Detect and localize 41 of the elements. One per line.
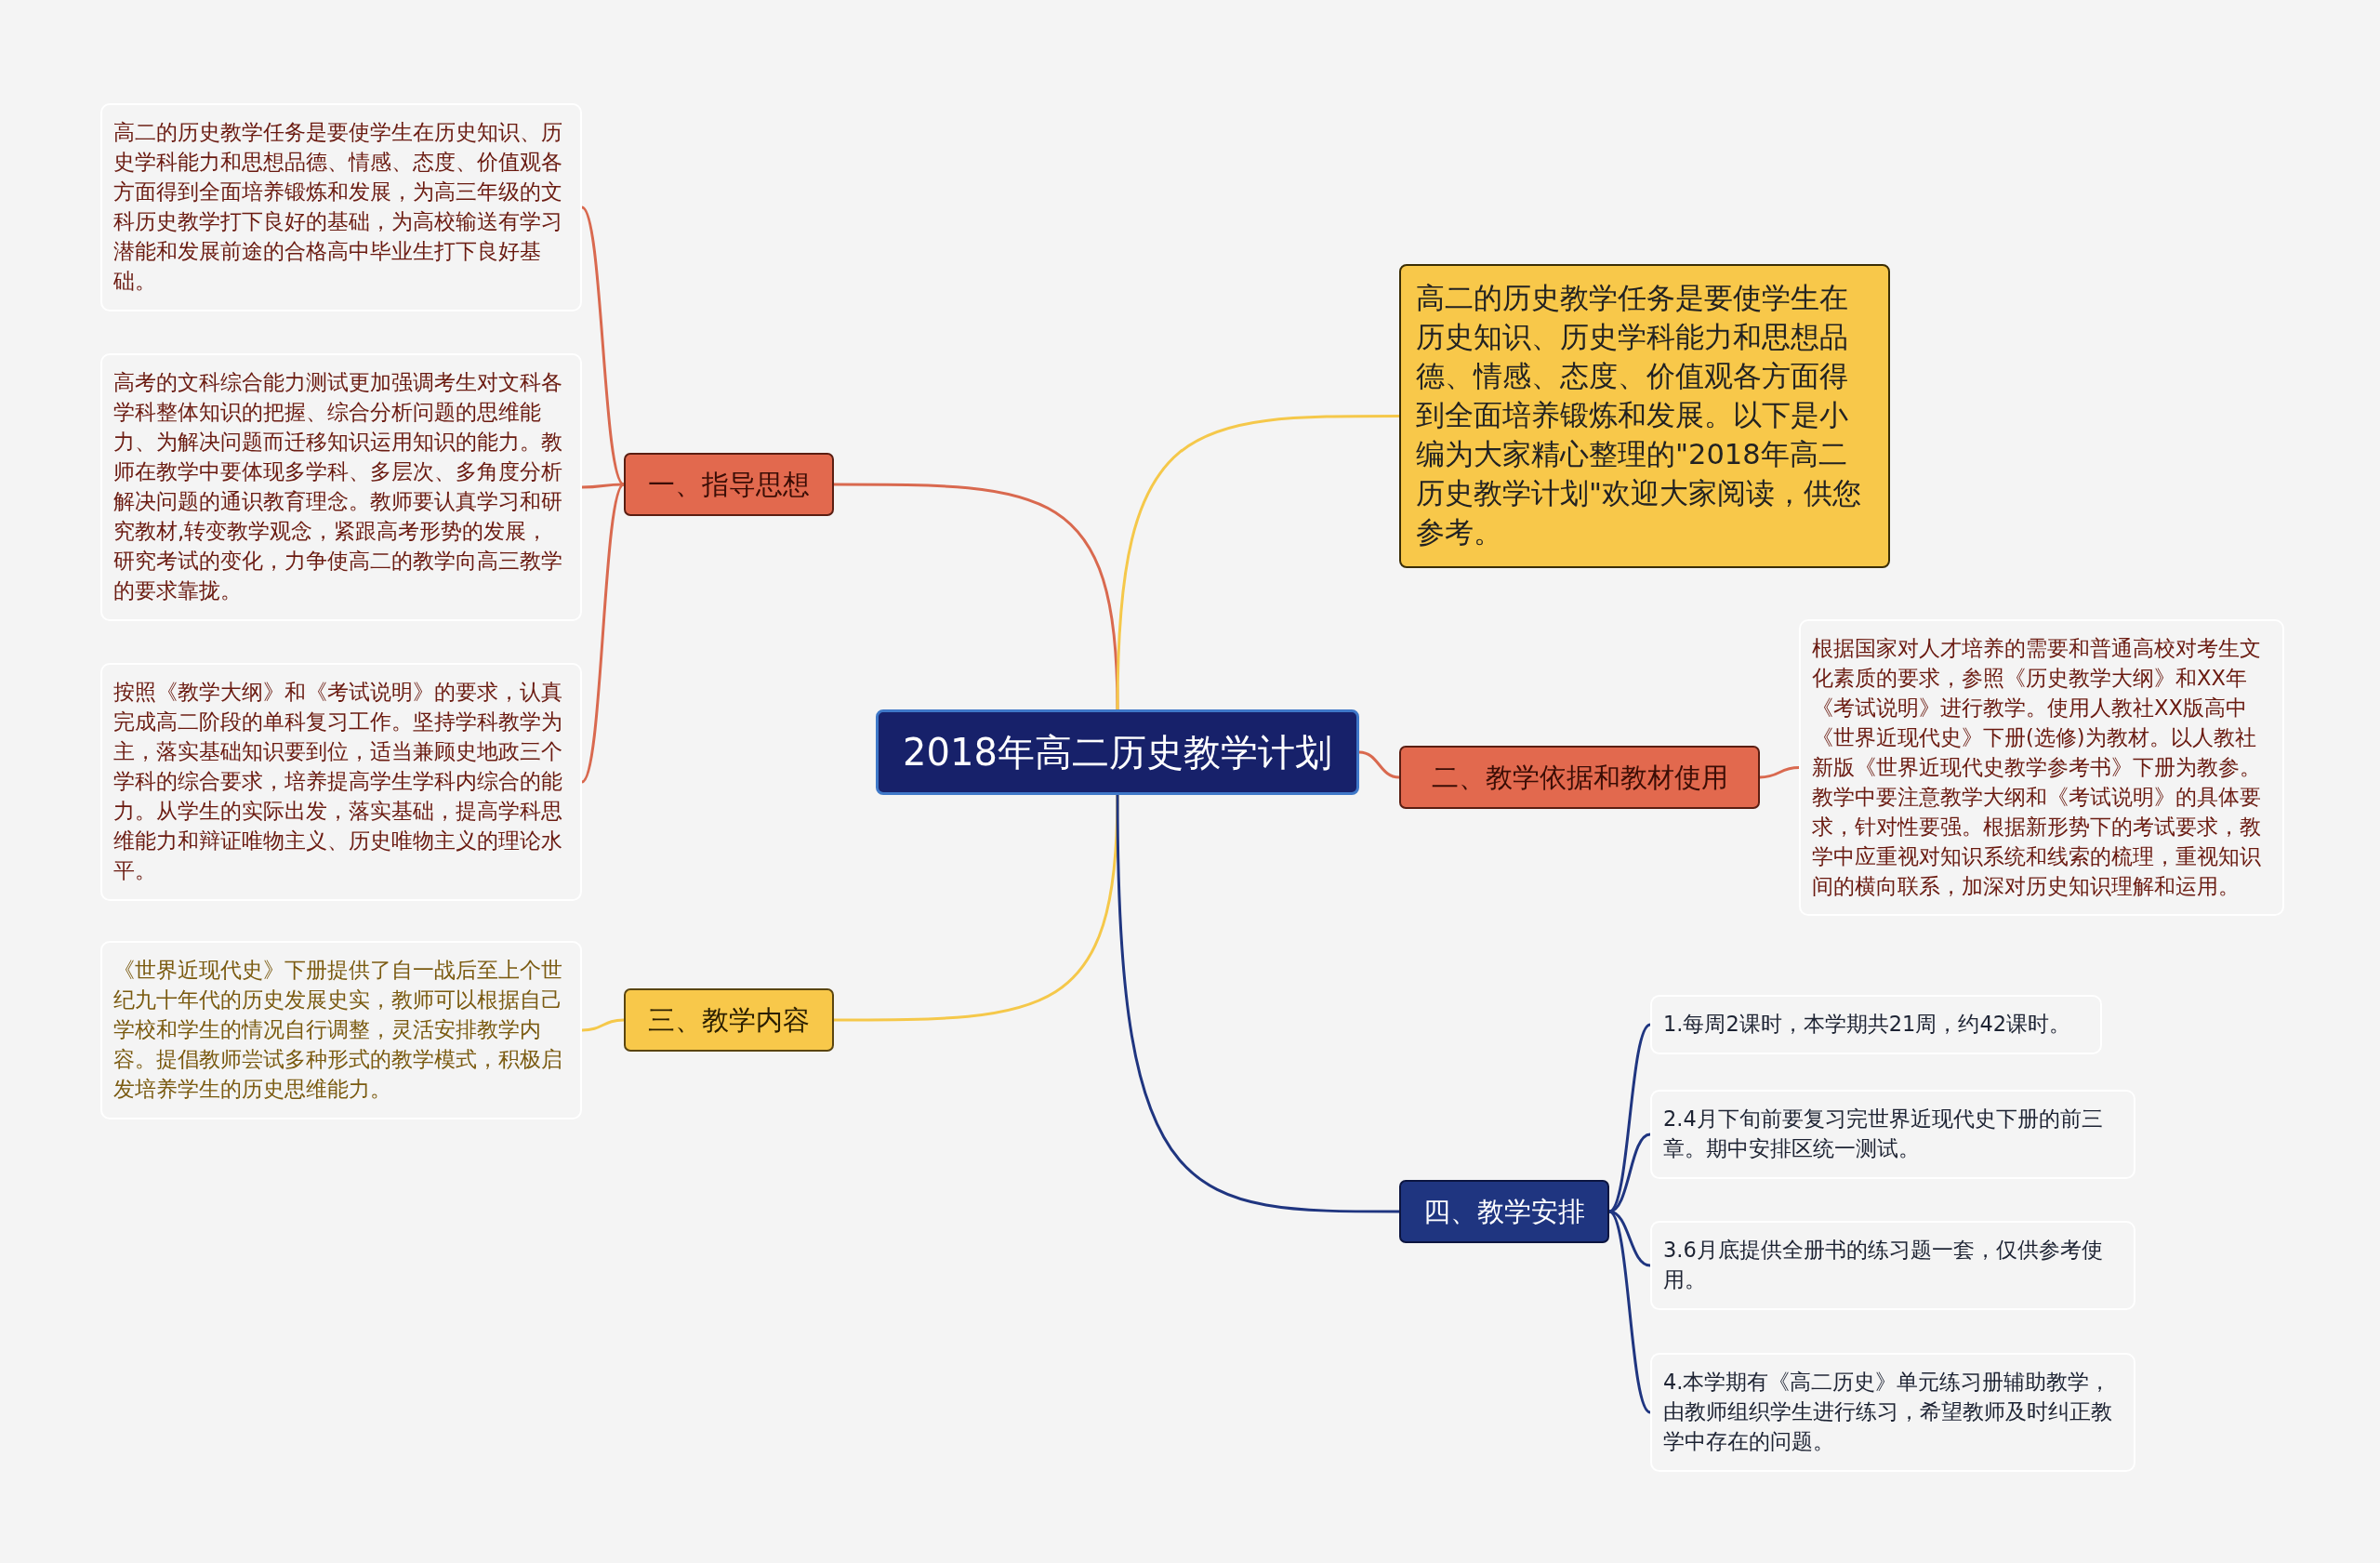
note-text: 4.本学期有《高二历史》单元练习册辅助教学，由教师组织学生进行练习，希望教师及时纠正教学中存在的问题。 [1663, 1369, 2113, 1455]
note-text: 1.每周2课时，本学期共21周，约42课时。 [1663, 1011, 2071, 1038]
branch-label: 三、教学内容 [648, 1003, 810, 1038]
note-card [1650, 1353, 2135, 1472]
branch-label: 四、教学安排 [1423, 1195, 1585, 1229]
branch-label: 二、教学依据和教材使用 [1431, 761, 1728, 795]
connector-line [1759, 766, 1800, 779]
connector-line [580, 483, 626, 783]
connector-line [581, 1018, 625, 1032]
note-card [1650, 995, 2102, 1054]
branch-label: 一、指导思想 [648, 468, 810, 502]
note-text: 按照《教学大纲》和《考试说明》的要求，认真完成高二阶段的单科复习工作。坚持学科教学为主，落实基础知识要到位，适当兼顾史地政三个学科的综合要求，培养提高学生学科内综合的能力。从学生的实际出发，落实基础，提高学科思维能力和辩证唯物主义、历史唯物主义的理论水平。 [113, 679, 563, 884]
connector-line [1608, 1210, 1651, 1414]
note-card [1799, 619, 2284, 917]
note-text: 高考的文科综合能力测试更加强调考生对文科各学科整体知识的把握、综合分析问题的思维能力、为解决问题而迁移知识运用知识的能力。教师在教学中要体现多学科、多层次、多角度分析解决问题的通识教育理念。教师要认真学习和研究教材,转变教学观念，紧跟高考形势的发展，研究考试的变化，力争使高二的教学向高三教学的要求靠拢。 [113, 369, 563, 604]
connector-line [834, 794, 1119, 1022]
note-card [1650, 1221, 2135, 1310]
connector-line [1358, 750, 1400, 779]
connector-line [834, 483, 1119, 710]
note-card [100, 663, 582, 901]
note-card [100, 941, 582, 1119]
note-text: 高二的历史教学任务是要使学生在历史知识、历史学科能力和思想品德、情感、态度、价值观各方面得到全面培养锻炼和发展，为高三年级的文科历史教学打下良好的基础，为高校输送有学习潜能和发展前途的合格高中毕业生打下良好基础。 [113, 119, 563, 295]
note-text: 3.6月底提供全册书的练习题一套，仅供参考使用。 [1663, 1237, 2104, 1293]
intro-text: 高二的历史教学任务是要使学生在历史知识、历史学科能力和思想品德、情感、态度、价值观各方面得到全面培养锻炼和发展。以下是小编为大家精心整理的"2018年高二历史教学计划"欢迎大家阅读，供您参考。 [1416, 281, 1863, 551]
branch-topic [624, 453, 834, 517]
central-topic [876, 709, 1359, 795]
note-text: 2.4月下旬前要复习完世界近现代史下册的前三章。期中安排区统一测试。 [1663, 1106, 2104, 1162]
intro-card [1399, 264, 1890, 568]
note-card [1650, 1090, 2135, 1179]
note-text: 根据国家对人才培养的需要和普通高校对考生文化素质的要求，参照《历史教学大纲》和XX年《考试说明》进行教学。使用人教社XX版高中《世界近现代史》下册(选修)为教材。以人教社新版《世界近现代史教学参考书》下册为教参。教学中要注意教学大纲和《考试说明》的具体要求，针对性要强。根据新形势下的考试要求，教学中应重视对知识系统和线索的梳理，重视知识间的横向联系，加深对历史知识理解和运用。 [1812, 635, 2262, 900]
connector-line [1116, 794, 1399, 1213]
note-card [100, 103, 582, 311]
branch-topic [1399, 746, 1760, 810]
connector-line [580, 206, 626, 485]
connector-line [1116, 415, 1399, 710]
note-card [100, 353, 582, 621]
branch-topic [1399, 1180, 1609, 1244]
note-text: 《世界近现代史》下册提供了自一战后至上个世纪九十年代的历史发展史实，教师可以根据自己学校和学生的情况自行调整，灵活安排教学内容。提倡教师尝试多种形式的教学模式，积极启发培养学生的历史思维能力。 [113, 957, 563, 1103]
branch-topic [624, 988, 834, 1053]
topic-title: 2018年高二历史教学计划 [903, 730, 1332, 775]
connector-line [582, 483, 624, 489]
